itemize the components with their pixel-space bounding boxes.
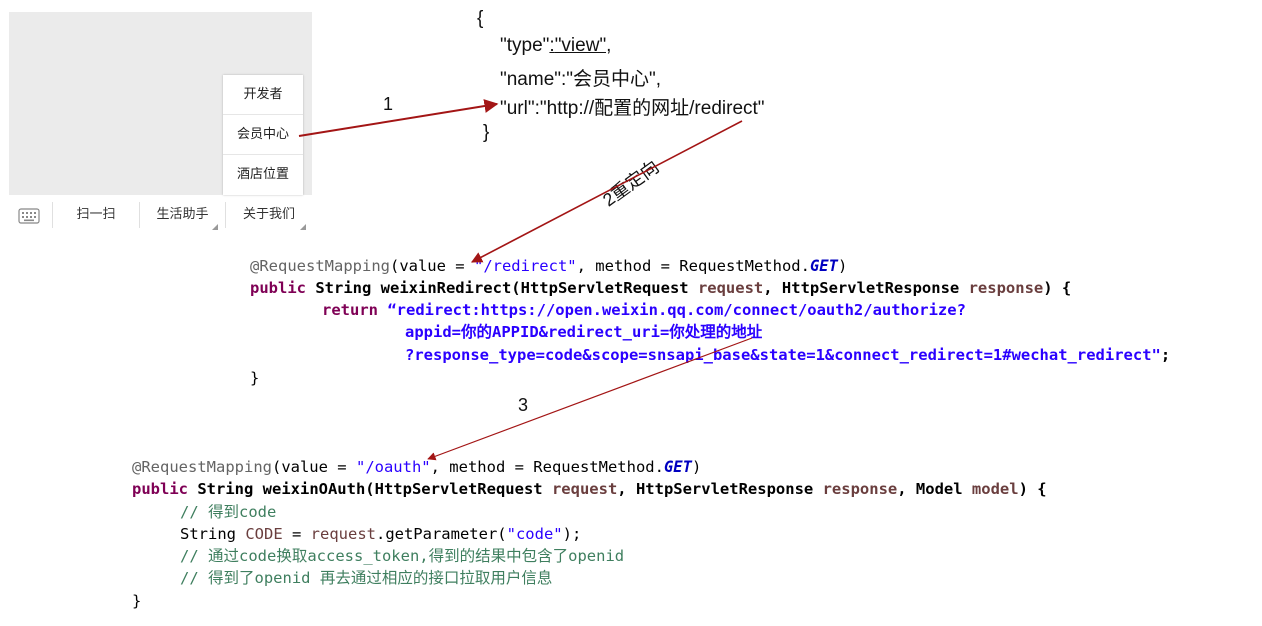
code-token: .getParameter( xyxy=(375,525,507,543)
code2-line-2: public String weixinOAuth(HttpServletReq… xyxy=(132,478,1047,500)
json-close-brace: } xyxy=(483,122,490,143)
string-token: “redirect:https://open.weixin.qq.com/con… xyxy=(378,301,966,319)
code-token: ) xyxy=(691,458,702,476)
string-token: "/oauth" xyxy=(355,458,431,476)
code2-line-6: // 得到了openid 再去通过相应的接口拉取用户信息 xyxy=(180,569,553,587)
code1-line-6: } xyxy=(250,369,260,387)
arrow-step-1 xyxy=(298,99,499,137)
json-name-line: "name":"会员中心", xyxy=(500,69,662,90)
param-token: model xyxy=(971,480,1019,498)
keyword-token: public xyxy=(132,480,188,498)
code2-line-3: // 得到code xyxy=(180,503,277,521)
code-token: ; xyxy=(1160,346,1171,364)
code1-line-2: public String weixinRedirect(HttpServlet… xyxy=(250,277,1071,299)
keyword-token: public xyxy=(250,279,306,297)
menu-divider xyxy=(139,202,140,228)
param-token: response xyxy=(968,279,1044,297)
variable-token: CODE xyxy=(245,525,283,543)
menu-item-scan[interactable]: 扫一扫 xyxy=(76,207,116,222)
code1-line-3: return “redirect:https://open.weixin.qq.… xyxy=(322,299,966,321)
code2-line-1: @RequestMapping(value = "/oauth", method… xyxy=(132,456,701,478)
code2-line-4: String CODE = request.getParameter("code… xyxy=(180,523,581,545)
code-token: , HttpServletResponse xyxy=(617,480,823,498)
submenu-item-developer[interactable]: 开发者 xyxy=(223,75,303,115)
param-token: request xyxy=(697,279,764,297)
submenu-indicator-icon xyxy=(212,224,218,230)
code-token: (value = xyxy=(389,257,474,275)
code-token: String weixinOAuth(HttpServletRequest xyxy=(188,480,552,498)
enum-token: GET xyxy=(809,257,838,275)
json-type-value: "view", xyxy=(554,35,612,56)
code-token: (value = xyxy=(271,458,356,476)
submenu-popup: 开发者 会员中心 酒店位置 xyxy=(223,75,303,195)
param-token: response xyxy=(822,480,898,498)
menu-divider xyxy=(52,202,53,228)
code-token: , method = RequestMethod. xyxy=(430,458,664,476)
code-token: , method = RequestMethod. xyxy=(576,257,810,275)
code-token: , Model xyxy=(897,480,972,498)
json-colon: : xyxy=(549,35,555,56)
code-token: ); xyxy=(562,525,582,543)
code1-line-1: @RequestMapping(value = "/redirect", met… xyxy=(250,255,847,277)
json-type-key: "type" xyxy=(500,35,550,56)
wechat-menu-bar: 扫一扫 生活助手 关于我们 xyxy=(9,196,312,234)
arrow-step-3 xyxy=(427,337,753,461)
arrow-step-2 xyxy=(471,120,743,263)
json-type-line: "type":"view", xyxy=(500,35,611,57)
code1-line-5: ?response_type=code&scope=snsapi_base&st… xyxy=(405,344,1170,366)
code-token: = xyxy=(282,525,311,543)
menu-item-life-assistant[interactable]: 生活助手 xyxy=(156,207,209,222)
keyword-token: return xyxy=(322,301,378,319)
string-token: "/redirect" xyxy=(473,257,577,275)
annotation-token: @RequestMapping xyxy=(250,257,390,275)
json-url-line: "url":"http://配置的网址/redirect" xyxy=(500,98,765,119)
code2-line-5: // 通过code换取access_token,得到的结果中包含了openid xyxy=(180,547,625,565)
step-1-label: 1 xyxy=(383,94,394,114)
string-token: appid=你的APPID&redirect_uri=你处理的地址 xyxy=(405,323,763,341)
json-open-brace: { xyxy=(477,8,484,29)
submenu-item-member-center[interactable]: 会员中心 xyxy=(223,115,303,155)
step-3-label: 3 xyxy=(518,395,529,415)
code-token: String xyxy=(180,525,246,543)
string-token: ?response_type=code&scope=snsapi_base&st… xyxy=(405,346,1161,364)
menu-divider xyxy=(225,202,226,228)
string-token: "code" xyxy=(506,525,563,543)
code1-line-4: appid=你的APPID&redirect_uri=你处理的地址 xyxy=(405,321,762,343)
code-token: ) xyxy=(837,257,848,275)
param-token: request xyxy=(310,525,376,543)
annotation-token: @RequestMapping xyxy=(132,458,272,476)
code-token: String weixinRedirect(HttpServletRequest xyxy=(306,279,698,297)
param-token: request xyxy=(551,480,618,498)
keyboard-icon[interactable] xyxy=(18,205,40,227)
code-token: , HttpServletResponse xyxy=(763,279,969,297)
menu-item-about-us[interactable]: 关于我们 xyxy=(242,207,295,222)
code-token: ) { xyxy=(1043,279,1072,297)
code-token: ) { xyxy=(1018,480,1047,498)
enum-token: GET xyxy=(663,458,692,476)
submenu-indicator-icon xyxy=(300,224,306,230)
submenu-item-hotel-location[interactable]: 酒店位置 xyxy=(236,167,289,182)
code2-line-7: } xyxy=(132,592,142,610)
